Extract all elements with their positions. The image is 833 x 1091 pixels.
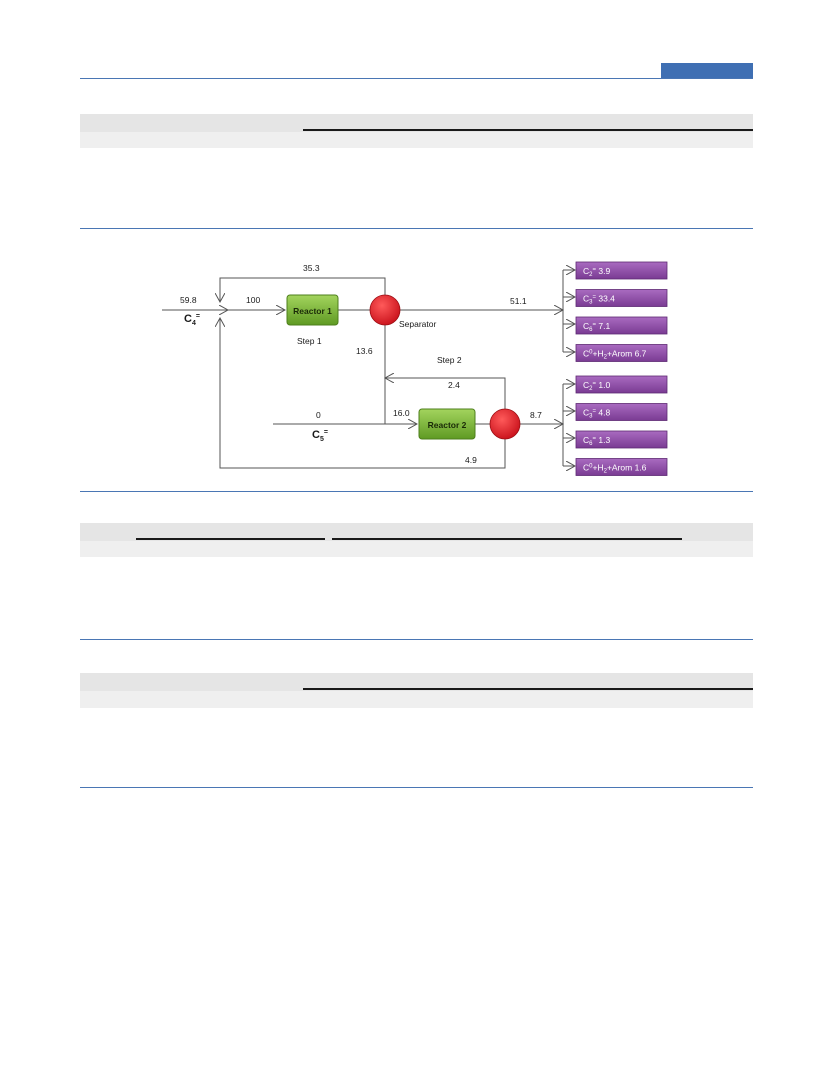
separator-2 xyxy=(489,408,521,440)
bottom-recycle-flow: 4.9 xyxy=(465,455,477,465)
table3-bottom-rule xyxy=(80,787,753,788)
table2-rule-a xyxy=(136,538,325,540)
product-label: C0+H2+Arom 6.7 xyxy=(583,349,647,361)
table2-header-band xyxy=(80,523,753,541)
c4-feed-flow: 59.8 xyxy=(180,295,197,305)
reactor-2: Reactor 2 xyxy=(418,408,476,440)
table1-subheader-band xyxy=(80,132,753,148)
separator-label: Separator xyxy=(399,319,436,329)
table3-subheader-band xyxy=(80,691,753,708)
diagram-bottom-rule xyxy=(80,491,753,492)
r2-inlet-flow: 16.0 xyxy=(393,408,410,418)
product-label: C3= 4.8 xyxy=(583,408,610,420)
table3-header-band xyxy=(80,673,753,691)
separator-1 xyxy=(369,294,401,326)
sep2-recycle-line xyxy=(385,378,506,410)
table1-bottom-rule xyxy=(80,228,753,229)
table2-bottom-rule xyxy=(80,639,753,640)
sep2-product-flow: 8.7 xyxy=(530,410,542,420)
step-1-label: Step 1 xyxy=(297,336,322,346)
sep1-to-r2-flow: 13.6 xyxy=(356,346,373,356)
flow-lines xyxy=(162,270,575,468)
table1-rule xyxy=(303,129,753,131)
product-label: C6= 7.1 xyxy=(583,321,610,333)
step-2-label: Step 2 xyxy=(437,355,462,365)
product-box: C2= 3.9 xyxy=(575,261,668,280)
header-tab xyxy=(661,63,753,78)
reactor-1: Reactor 1 xyxy=(286,294,339,326)
product-box: C6= 1.3 xyxy=(575,430,668,449)
table3-rule xyxy=(303,688,753,690)
product-box: C3= 4.8 xyxy=(575,403,668,421)
sep1-product-flow: 51.1 xyxy=(510,296,527,306)
c5-feed-flow: 0 xyxy=(316,410,321,420)
product-label: C2= 1.0 xyxy=(583,380,610,392)
c5-feed-label: C5= xyxy=(312,429,328,443)
sep2-recycle-flow: 2.4 xyxy=(448,380,460,390)
product-label: C0+H2+Arom 1.6 xyxy=(583,463,647,475)
table2-rule-b xyxy=(332,538,682,540)
r1-inlet-flow: 100 xyxy=(246,295,260,305)
product-label: C2= 3.9 xyxy=(583,266,610,278)
product-boxes: C2= 3.9C3= 33.4C6= 7.1C0+H2+Arom 6.7C2= … xyxy=(575,261,668,476)
top-recycle-line xyxy=(220,277,386,302)
table2-subheader-band xyxy=(80,541,753,557)
top-recycle-flow: 35.3 xyxy=(303,263,320,273)
reactor-1-label: Reactor 1 xyxy=(293,306,332,316)
process-flow-diagram: Reactor 1 Reactor 2 59.8 C4= 100 35.3 St… xyxy=(162,261,668,476)
product-box: C2= 1.0 xyxy=(575,375,668,394)
c4-feed-label: C4= xyxy=(184,313,200,327)
product-box: C3= 33.4 xyxy=(575,289,668,307)
product-box: C0+H2+Arom 6.7 xyxy=(575,344,668,362)
product-label: C6= 1.3 xyxy=(583,435,610,447)
header-rule xyxy=(80,78,753,79)
reactor-2-label: Reactor 2 xyxy=(428,420,467,430)
bottom-recycle-line xyxy=(220,318,506,469)
product-box: C6= 7.1 xyxy=(575,316,668,335)
product-label: C3= 33.4 xyxy=(583,294,615,306)
table1-header-band xyxy=(80,114,753,132)
product-box: C0+H2+Arom 1.6 xyxy=(575,458,668,476)
